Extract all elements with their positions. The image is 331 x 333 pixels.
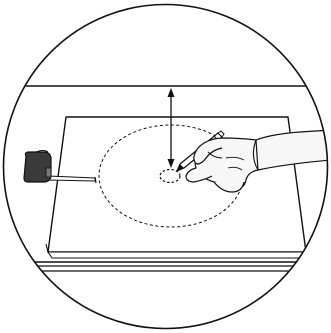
vertical-arrow-icon [167,88,175,168]
dashed-center-mark [159,168,181,184]
tape-measure-icon [23,150,97,184]
circular-frame [2,3,329,330]
table-surface [3,261,328,272]
gloved-hand-icon [185,129,328,193]
